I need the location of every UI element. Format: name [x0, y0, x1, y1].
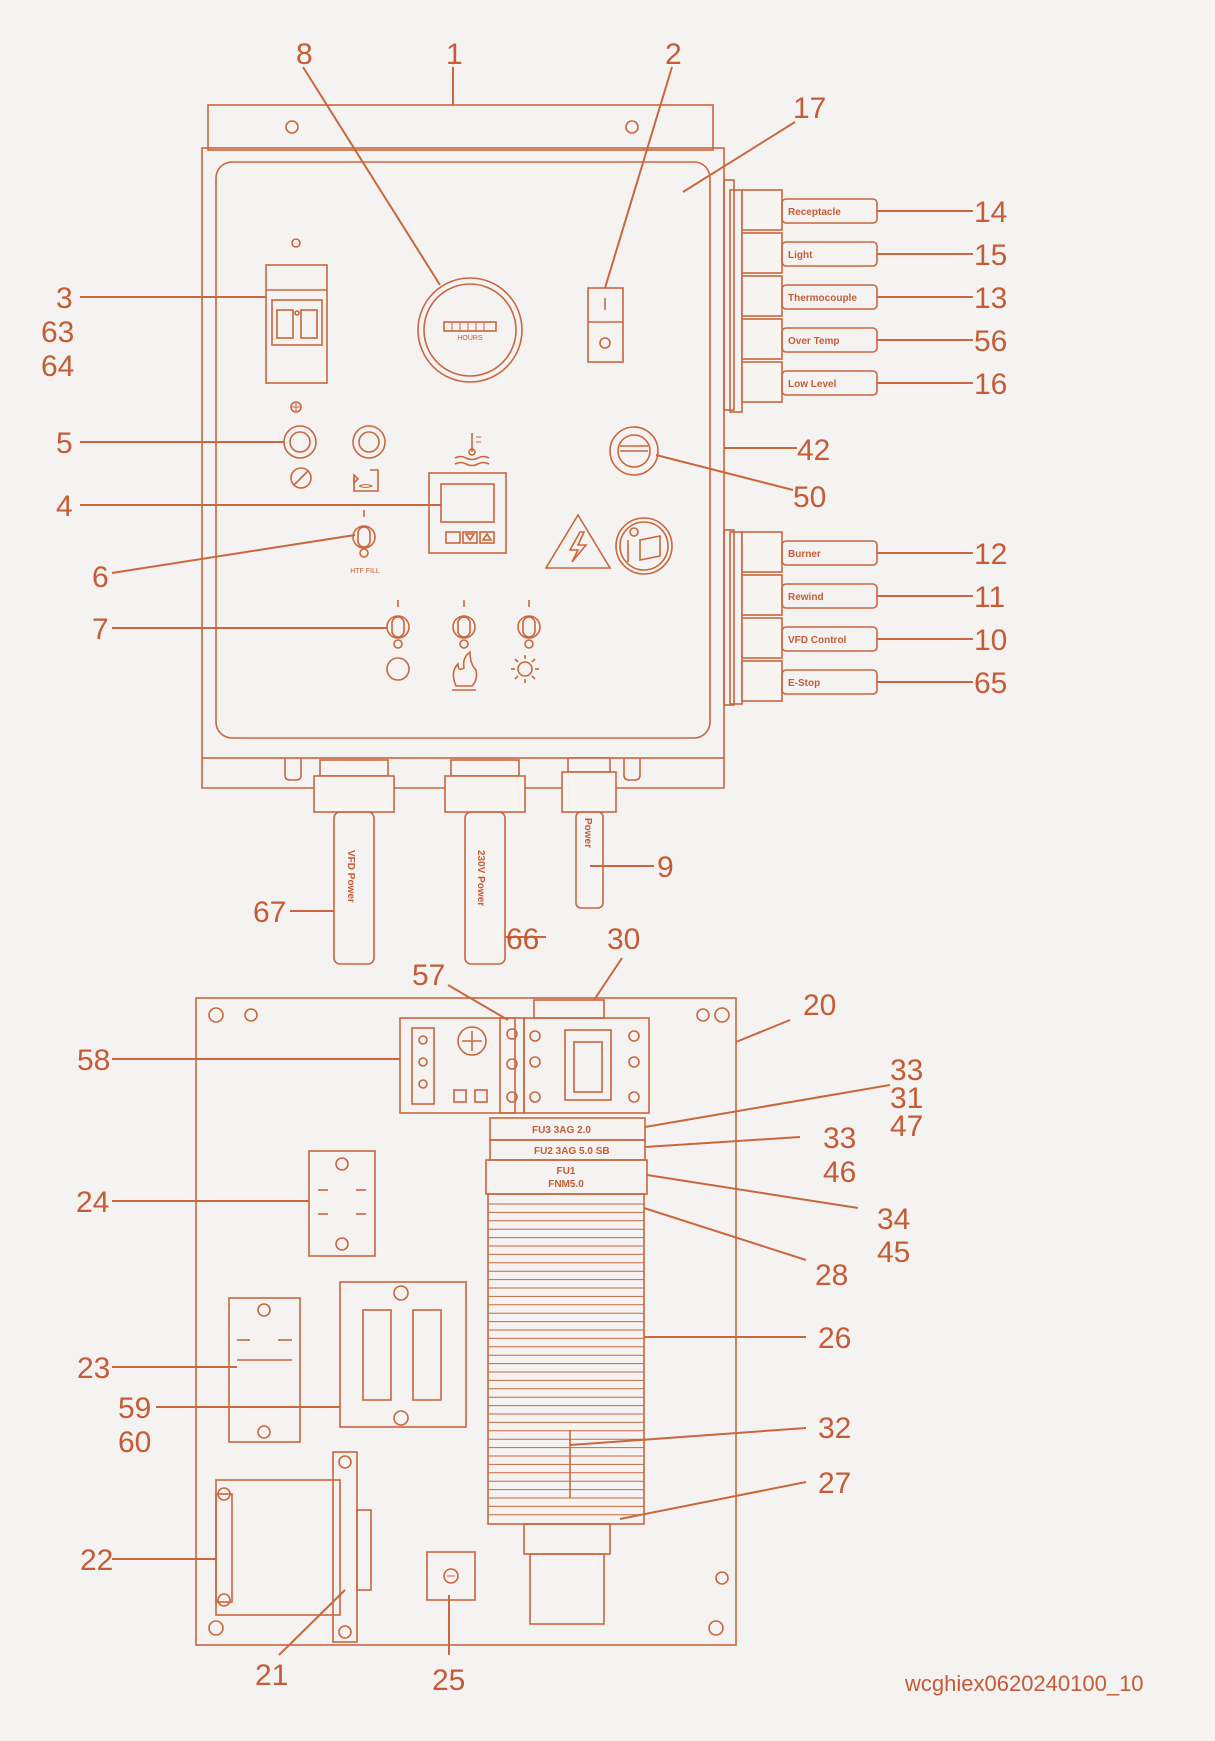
callout-21: 21	[255, 1659, 288, 1692]
callout-64: 64	[41, 350, 74, 383]
callout-63: 63	[41, 316, 74, 349]
callout-15: 15	[974, 239, 1007, 272]
callout-46: 46	[823, 1156, 856, 1189]
callout-20: 20	[803, 989, 836, 1022]
callout-14: 14	[974, 196, 1007, 229]
enclosure	[201, 104, 725, 789]
cable-glands-right-top: Receptacle Light Thermocouple Over Temp …	[723, 179, 878, 413]
cable-label-thermocouple: Thermocouple	[788, 293, 857, 304]
callout-58: 58	[77, 1044, 110, 1077]
warning-signs	[544, 426, 673, 575]
callout-47: 47	[890, 1110, 923, 1143]
callout-8: 8	[296, 38, 313, 71]
transformer	[215, 1451, 372, 1643]
toggle-switches	[386, 600, 541, 691]
callout-50: 50	[793, 481, 826, 514]
hours-label: HOURS	[457, 335, 483, 342]
callout-3: 3	[56, 282, 73, 315]
temperature-controller	[428, 433, 507, 554]
cable-label-vfd-control: VFD Control	[788, 635, 847, 646]
htf-fill-label: HTF FILL	[350, 568, 380, 575]
callout-34: 34	[877, 1203, 910, 1236]
callout-30: 30	[607, 923, 640, 956]
callout-10: 10	[974, 624, 1007, 657]
cable-label-vfd-power: VFD Power	[345, 850, 356, 903]
power-switch	[587, 287, 624, 363]
cable-glands-bottom: VFD Power 230V Power Power	[313, 757, 617, 965]
callout-11: 11	[974, 581, 1005, 614]
cable-label-burner: Burner	[788, 549, 821, 560]
cable-label-rewind: Rewind	[788, 592, 824, 603]
fu1-label-line2: FNM5.0	[548, 1179, 584, 1190]
callout-31: 31	[890, 1082, 923, 1115]
callout-numbers: 8 1 2 17 3 63 64 14 15 13 56 16 5 42 4 5…	[41, 38, 1007, 1697]
callout-6: 6	[92, 561, 109, 594]
small-device-25	[426, 1551, 476, 1601]
cable-label-low-level: Low Level	[788, 379, 837, 390]
callout-24: 24	[76, 1186, 109, 1219]
callout-59: 59	[118, 1392, 151, 1425]
callout-25: 25	[432, 1664, 465, 1697]
callout-45: 45	[877, 1236, 910, 1269]
disconnect-switch	[265, 238, 328, 413]
callout-57: 57	[412, 959, 445, 992]
callout-27: 27	[818, 1467, 851, 1500]
cable-glands-right-bottom: Burner Rewind VFD Control E-Stop	[723, 529, 878, 706]
callout-28: 28	[815, 1259, 848, 1292]
callout-56: 56	[974, 325, 1007, 358]
callout-26: 26	[818, 1322, 851, 1355]
callout-5: 5	[56, 427, 73, 460]
cable-label-over-temp: Over Temp	[788, 336, 840, 347]
cable-label-e-stop: E-Stop	[788, 678, 820, 689]
callout-17: 17	[793, 92, 826, 125]
backplate	[195, 997, 737, 1646]
callout-60: 60	[118, 1426, 151, 1459]
push-buttons	[283, 425, 386, 492]
heat-sink	[487, 1193, 645, 1625]
callout-42: 42	[797, 434, 830, 467]
contactor-assembly	[399, 999, 650, 1114]
callout-65: 65	[974, 667, 1007, 700]
callout-23: 23	[77, 1352, 110, 1385]
callout-66: 66	[506, 923, 539, 956]
cable-label-light: Light	[788, 250, 813, 261]
callout-12: 12	[974, 538, 1007, 571]
callout-1: 1	[446, 38, 463, 71]
fu1-label-line1: FU1	[557, 1166, 576, 1177]
terminal-block	[339, 1281, 467, 1428]
callout-33-b: 33	[823, 1122, 856, 1155]
hour-meter: HOURS	[417, 277, 523, 383]
callout-4: 4	[56, 490, 73, 523]
fu3-label: FU3 3AG 2.0	[532, 1125, 591, 1136]
relay-24	[308, 1150, 376, 1257]
callout-16: 16	[974, 368, 1007, 401]
cable-label-receptacle: Receptacle	[788, 207, 841, 218]
figure-code: wcghiex0620240100_10	[904, 1671, 1144, 1696]
callout-67: 67	[253, 896, 286, 929]
callout-32: 32	[818, 1412, 851, 1445]
fu2-label: FU2 3AG 5.0 SB	[534, 1146, 610, 1157]
callout-2: 2	[665, 38, 682, 71]
cable-label-power: Power	[582, 818, 593, 848]
callout-13: 13	[974, 282, 1007, 315]
htf-fill-switch: HTF FILL	[350, 510, 380, 575]
callout-22: 22	[80, 1544, 113, 1577]
callout-7: 7	[92, 613, 109, 646]
callout-9: 9	[657, 851, 674, 884]
callout-33-a: 33	[890, 1054, 923, 1087]
leader-lines	[80, 66, 973, 1656]
fuse-holders: FU3 3AG 2.0 FU2 3AG 5.0 SB FU1 FNM5.0	[485, 1117, 648, 1195]
relay-23	[228, 1297, 301, 1443]
cable-label-230v-power: 230V Power	[475, 850, 486, 906]
